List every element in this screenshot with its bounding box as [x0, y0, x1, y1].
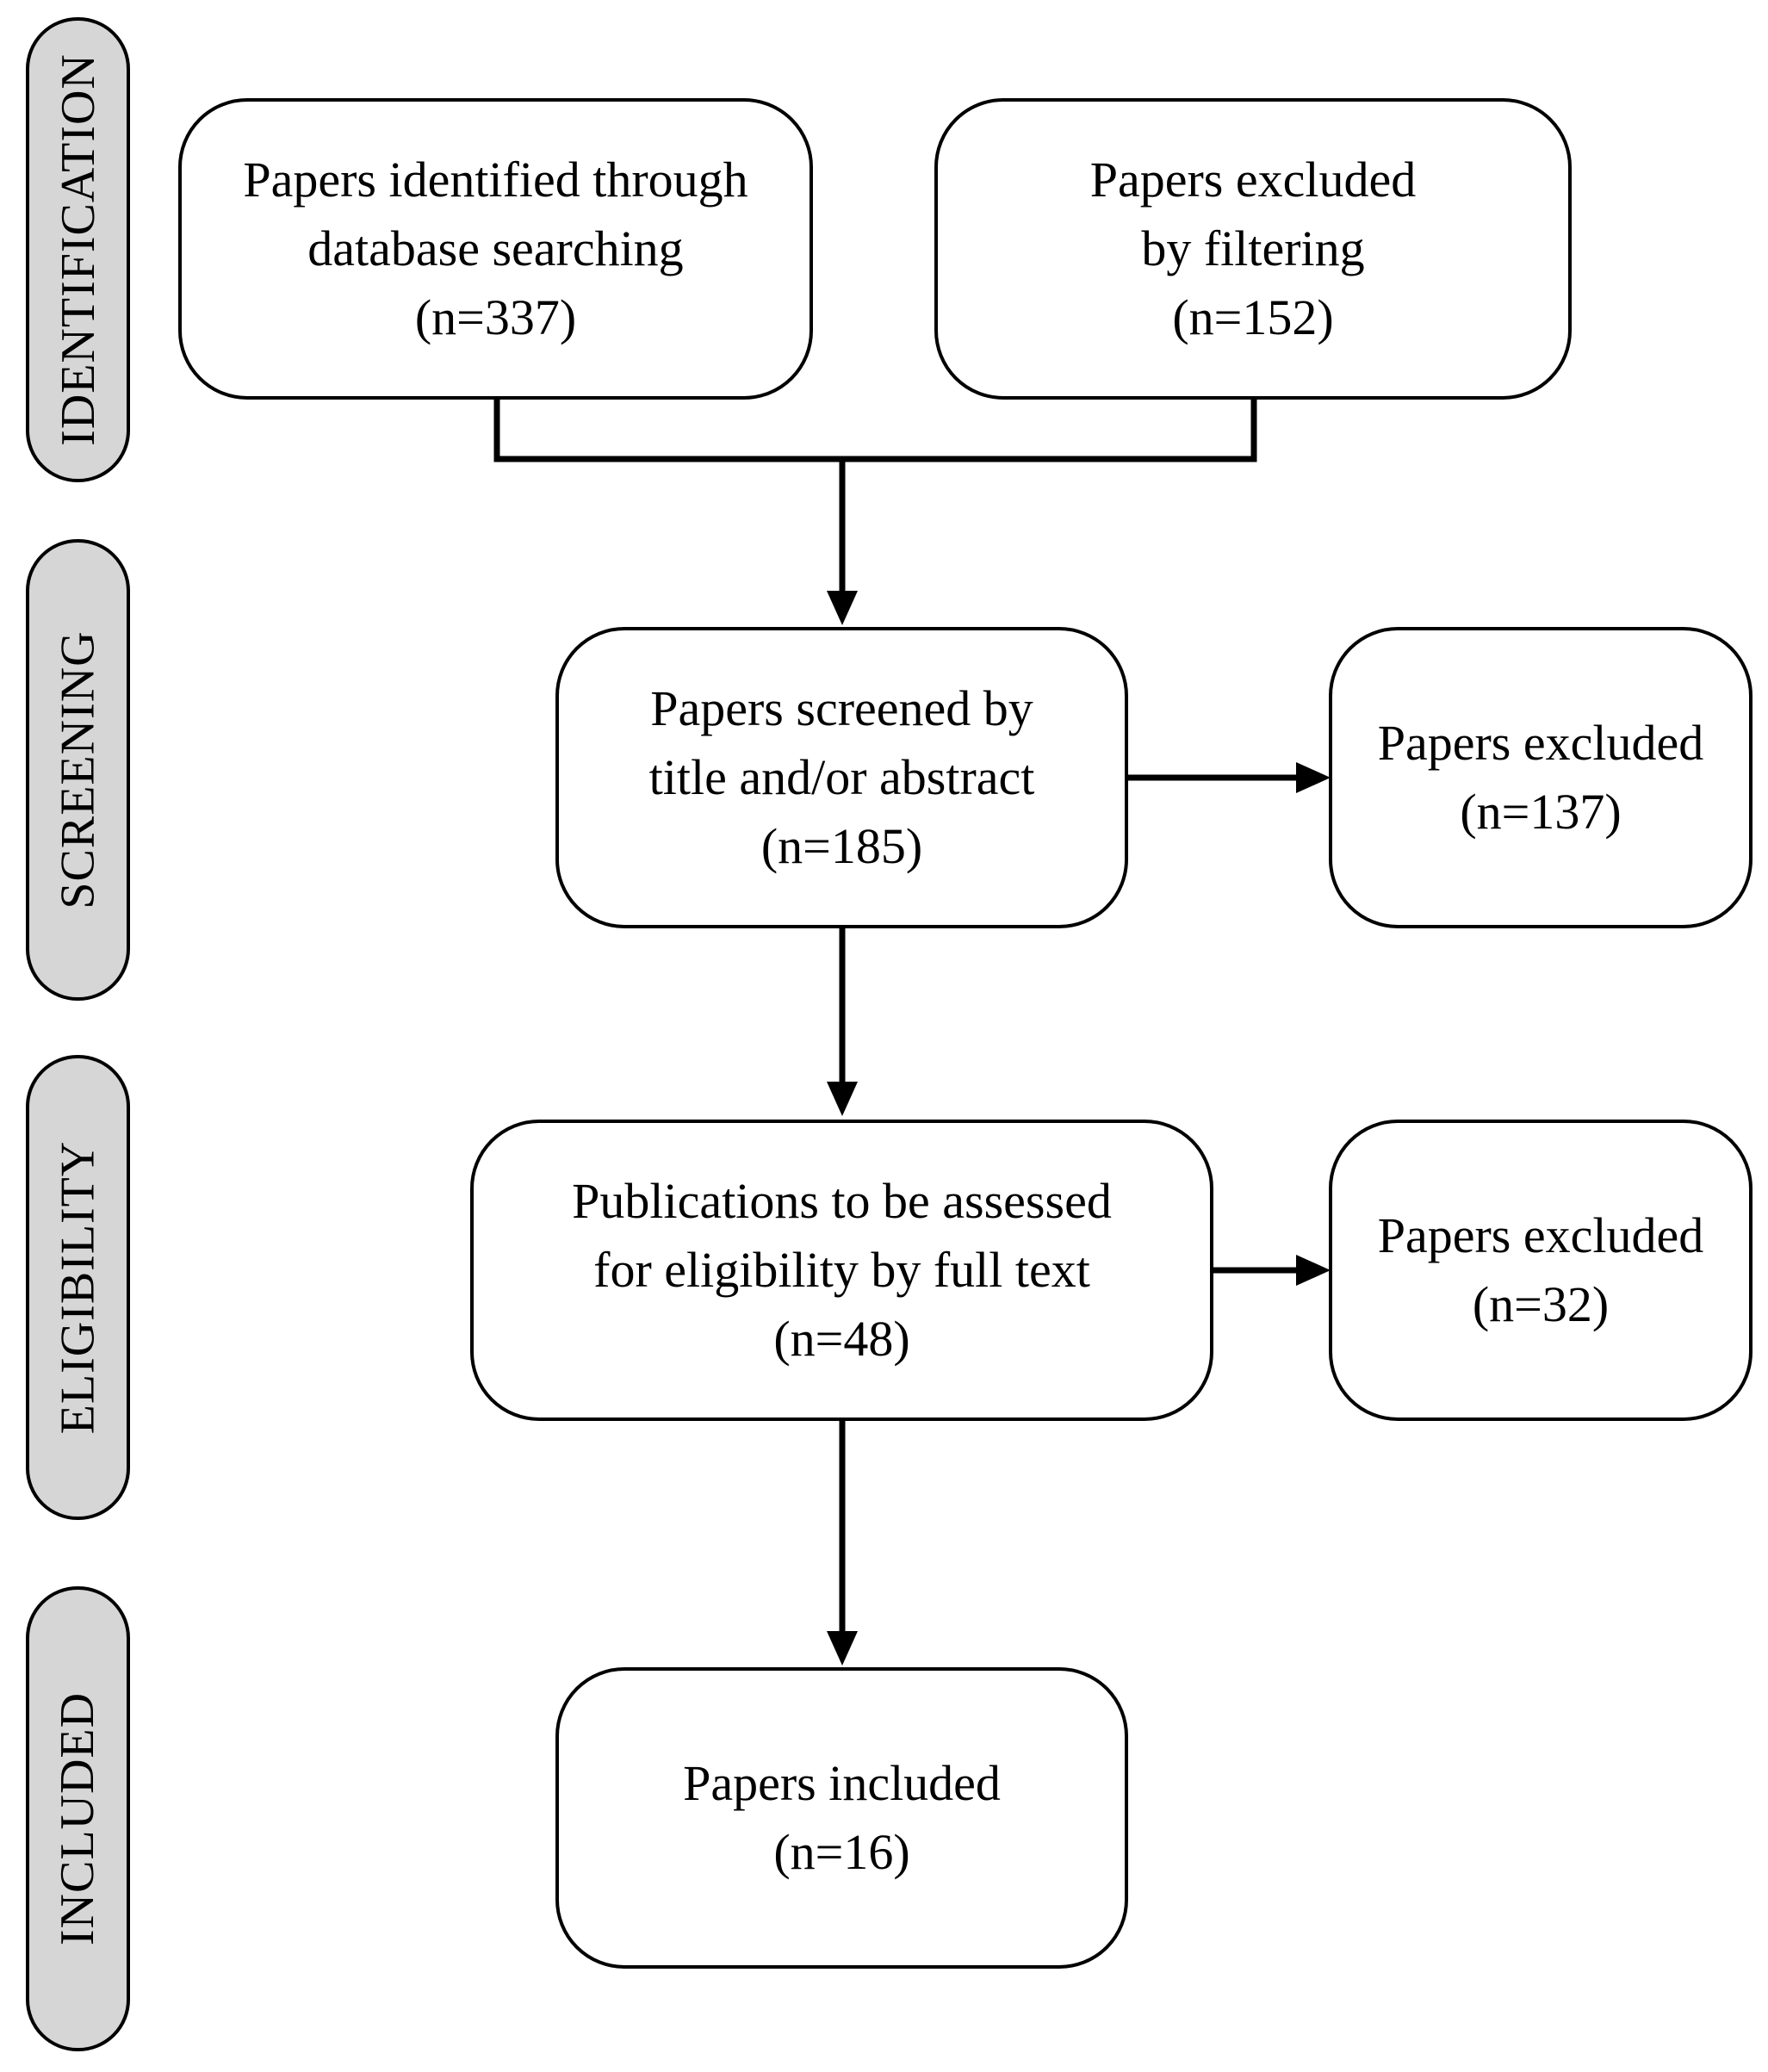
phase-identification-label: IDENTIFICATION	[51, 53, 105, 446]
box-screen-excluded: Papers excluded (n=137)	[1329, 627, 1752, 928]
box-eligibility-count: (n=48)	[773, 1311, 910, 1367]
box-identified: Papers identified through database searc…	[178, 98, 813, 400]
arrowhead-to-screening	[827, 591, 858, 625]
box-filtered-count: (n=152)	[1172, 289, 1334, 345]
arrowhead-to-eligibility	[827, 1082, 858, 1116]
box-eligibility-excluded: Papers excluded (n=32)	[1329, 1120, 1752, 1421]
arrowhead-to-screen-excluded	[1296, 762, 1331, 793]
box-included-count: (n=16)	[773, 1824, 910, 1880]
box-filtered-line2: by filtering	[1141, 220, 1365, 276]
box-screen-excluded-count: (n=137)	[1460, 784, 1622, 840]
phase-included-label: INCLUDED	[51, 1691, 105, 1946]
box-identified-line2: database searching	[307, 220, 684, 276]
box-eligibility-excluded-line1: Papers excluded	[1377, 1207, 1704, 1263]
box-eligibility: Publications to be assessed for eligibil…	[470, 1120, 1213, 1421]
arrowhead-to-eligibility-excluded	[1296, 1255, 1331, 1286]
box-included-line1: Papers included	[683, 1755, 1001, 1811]
arrowhead-to-included	[827, 1631, 858, 1666]
merge-bracket	[493, 398, 1257, 462]
box-screened-line1: Papers screened by	[650, 680, 1033, 736]
box-screened-count: (n=185)	[760, 818, 923, 874]
phase-included: INCLUDED	[26, 1586, 130, 2051]
box-screened: Papers screened by title and/or abstract…	[555, 627, 1128, 928]
box-identified-count: (n=337)	[414, 289, 577, 345]
phase-eligibility: ELIGIBILITY	[26, 1055, 130, 1520]
box-eligibility-excluded-count: (n=32)	[1472, 1276, 1610, 1332]
box-included: Papers included (n=16)	[555, 1667, 1128, 1969]
phase-identification: IDENTIFICATION	[26, 17, 130, 482]
box-screened-line2: title and/or abstract	[648, 749, 1035, 805]
box-filtered: Papers excluded by filtering (n=152)	[934, 98, 1572, 400]
phase-screening: SCREENING	[26, 539, 130, 1001]
phase-screening-label: SCREENING	[51, 630, 105, 909]
box-eligibility-line1: Publications to be assessed	[572, 1173, 1112, 1229]
phase-eligibility-label: ELIGIBILITY	[51, 1140, 105, 1435]
box-identified-line1: Papers identified through	[243, 152, 748, 208]
box-screen-excluded-line1: Papers excluded	[1377, 715, 1704, 771]
box-eligibility-line2: for eligibility by full text	[593, 1242, 1090, 1298]
box-filtered-line1: Papers excluded	[1089, 152, 1417, 208]
